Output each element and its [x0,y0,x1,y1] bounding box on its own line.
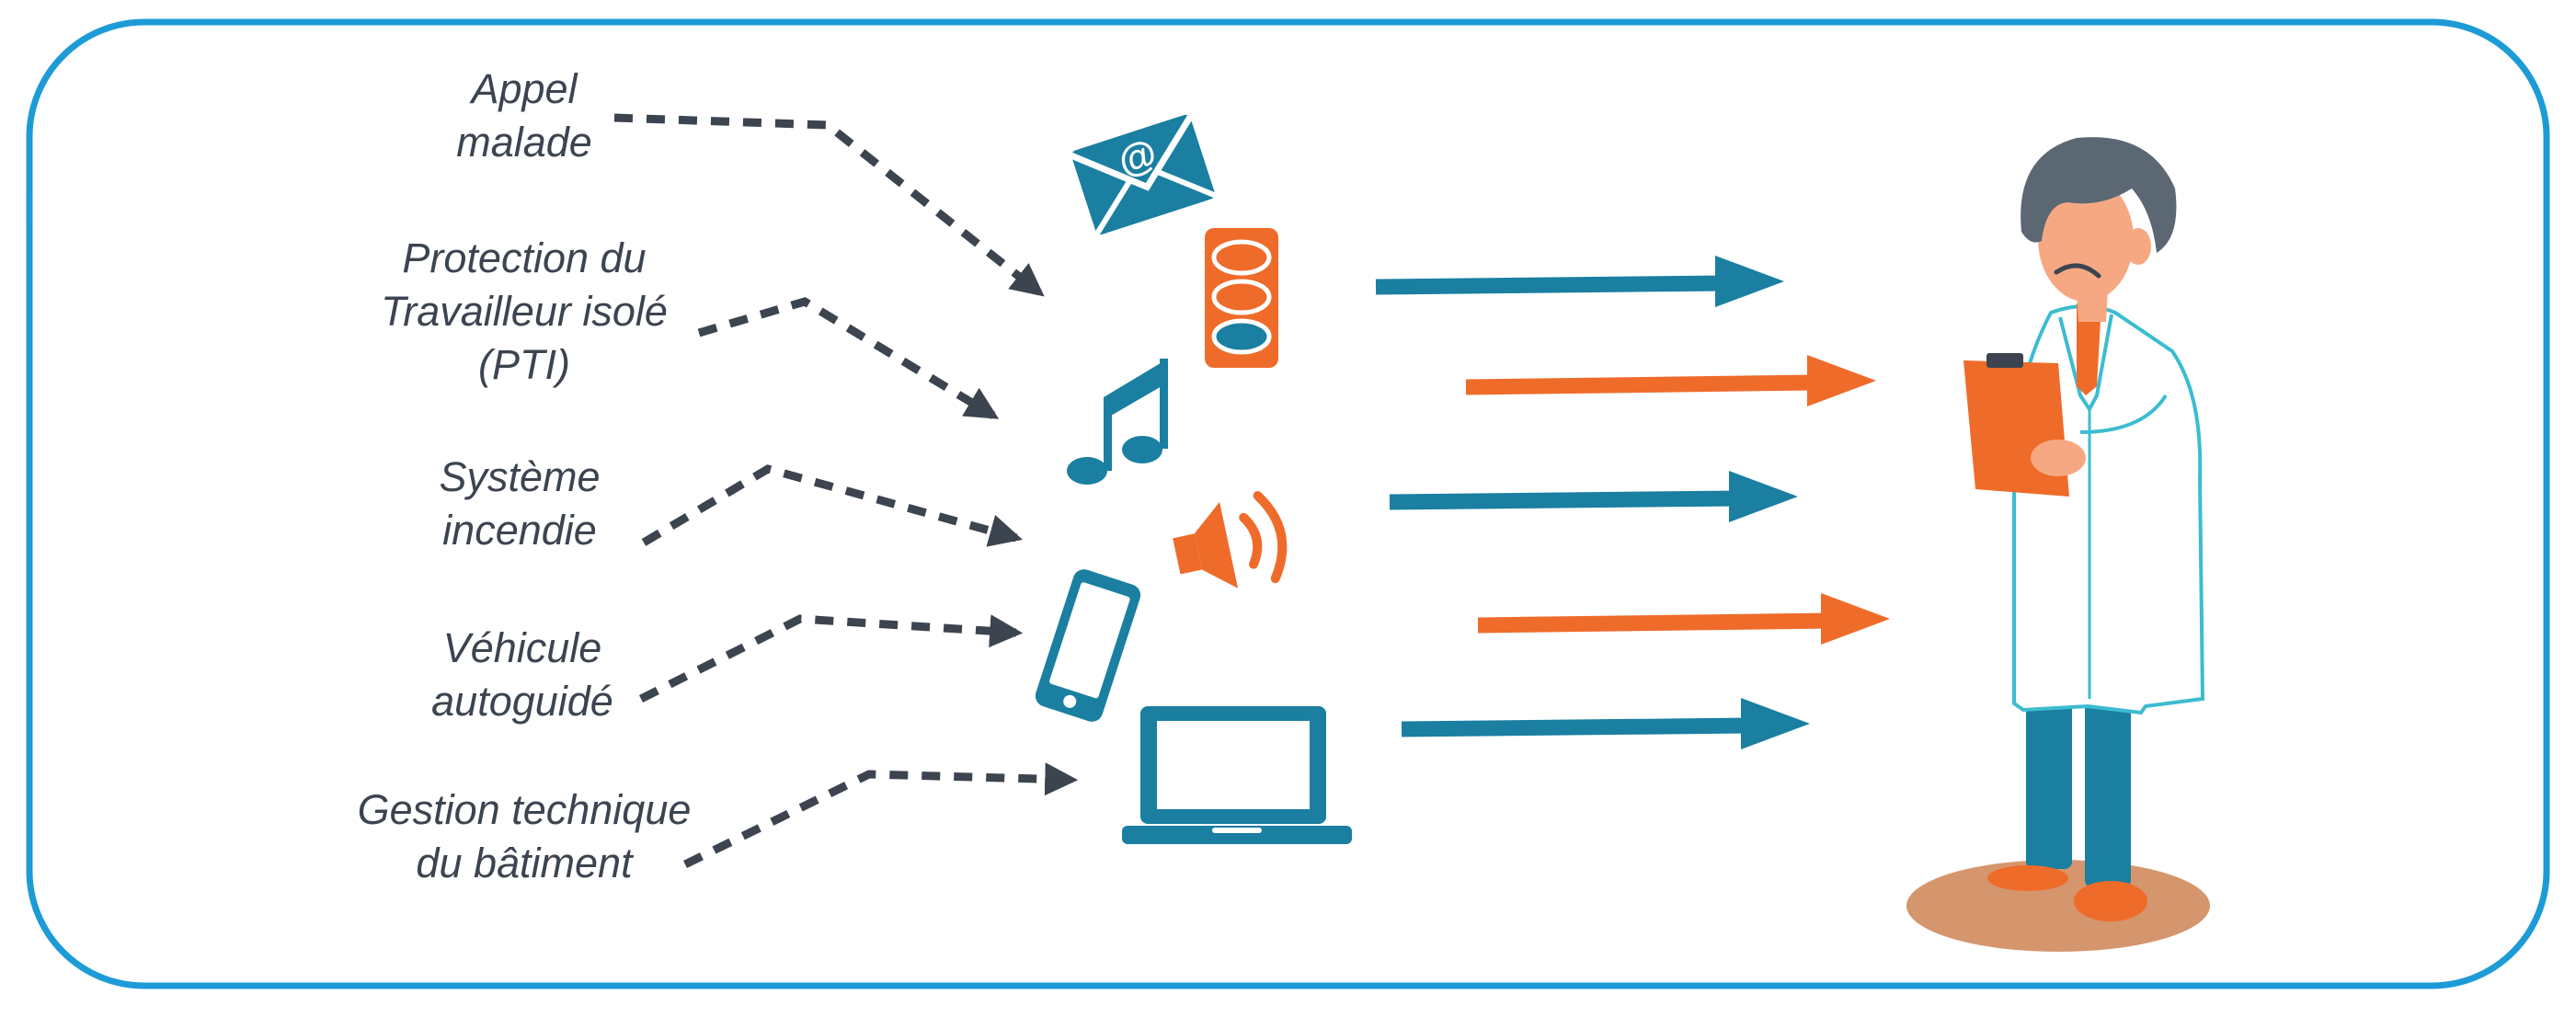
arrow-orange-2 [1477,593,1890,645]
source-label-line: (PTI) [478,341,570,388]
hand [2031,440,2086,476]
arrow-teal-1 [1375,256,1784,307]
source-label-line: Appel [471,65,578,112]
frame-border [26,18,2550,989]
email-icon: @ [1070,114,1218,236]
connector-incendie [641,464,1023,547]
right-shoe [2074,881,2147,921]
source-label-pti: Protection du Travailleur isolé (PTI) [381,232,668,392]
traffic-light-icon [1205,228,1278,368]
source-label-line: malade [456,119,592,166]
arrow-orange-1 [1465,355,1876,406]
arrow-teal-3 [1401,698,1810,749]
arrow-teal-2 [1389,471,1798,522]
person-figure [1906,137,2210,952]
hair [2021,137,2177,253]
source-label-line: Travailleur isolé [381,288,668,335]
connector-pti [697,297,1000,419]
connector-vehicule [638,614,1024,703]
connector-appel-malade [613,113,1045,297]
source-label-line: incendie [442,507,597,554]
solid-arrows [1375,256,1890,749]
source-label-line: Gestion technique [357,786,692,833]
source-label-line: Système [439,453,601,500]
music-note-icon [1067,359,1168,485]
mouth [2054,263,2101,279]
speaker-icon [1173,491,1288,588]
smartphone-icon [1035,569,1141,722]
source-label-line: Protection du [402,234,647,281]
source-label-line: autoguidé [431,678,613,725]
source-label-incendie: Système incendie [439,451,600,557]
legs [2026,699,2131,887]
source-label-gestion: Gestion technique du bâtiment [358,783,692,890]
floor-shadow [1906,860,2210,952]
dashed-connectors [613,113,1079,869]
left-shoe [1987,865,2068,891]
source-label-appel-malade: Appel malade [456,63,592,169]
source-label-line: Véhicule [442,624,602,671]
connector-gestion [683,762,1079,869]
source-label-vehicule: Véhicule autoguidé [431,622,613,728]
ear [2125,228,2151,265]
laptop-icon [1122,706,1352,844]
source-label-line: du bâtiment [416,840,633,886]
